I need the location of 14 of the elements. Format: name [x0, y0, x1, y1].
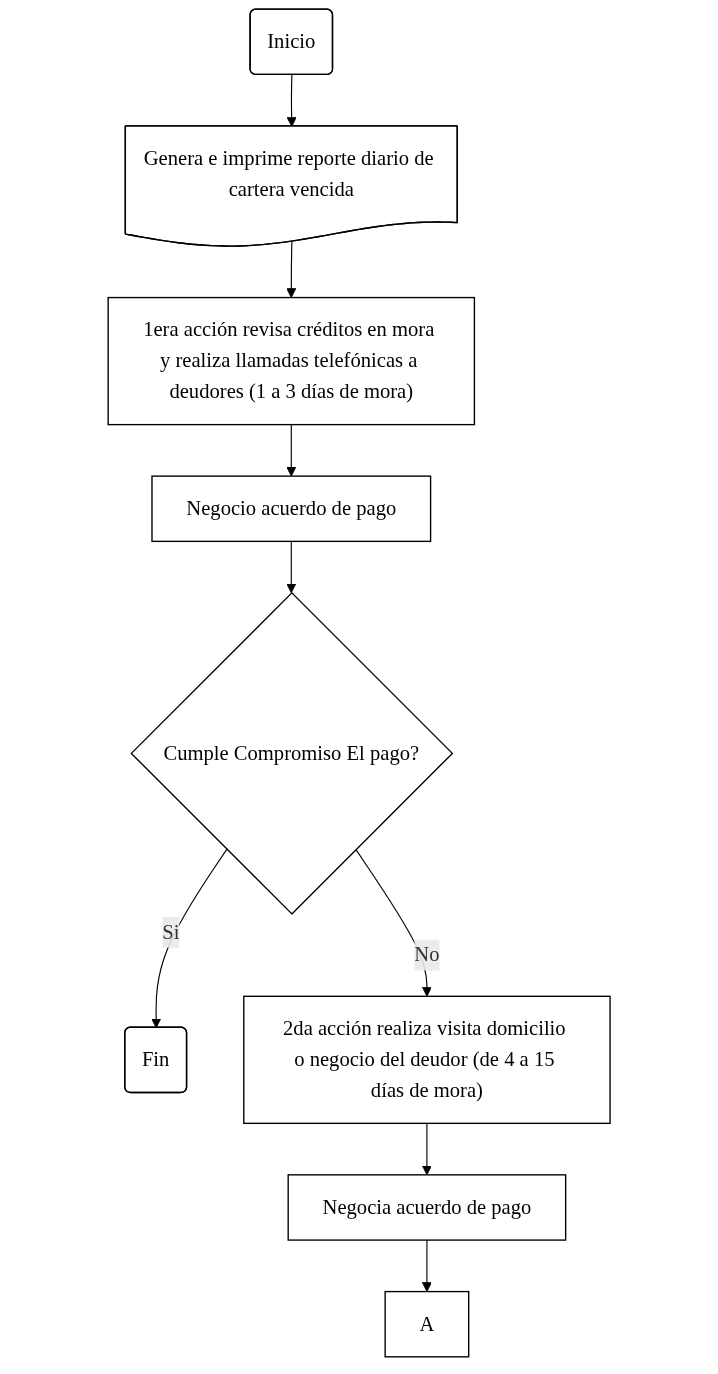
- arrow: [286, 540, 297, 594]
- edge-label: No: [414, 943, 440, 966]
- arrow: [286, 241, 297, 299]
- arrow: [421, 1239, 432, 1293]
- node-box: 2da acción realiza visita domicilio o negocio del deudor (de 4 a 15 días de mora): [243, 995, 611, 1125]
- arrow: [286, 424, 297, 477]
- node-box: A: [384, 1290, 470, 1358]
- arrow: [421, 1122, 432, 1176]
- arrow: [151, 848, 228, 1029]
- node-box: Negocia acuerdo de pago: [287, 1174, 567, 1241]
- node-box: Negocio acuerdo de pago: [151, 475, 432, 543]
- edge-label: Si: [162, 920, 180, 944]
- node-diamond: Cumple Compromiso El pago?: [130, 591, 454, 915]
- node-box: 1era acción revisa créditos en mora y realiza llamadas telefónicas a deudores (1 a 3 días de mora): [107, 296, 475, 426]
